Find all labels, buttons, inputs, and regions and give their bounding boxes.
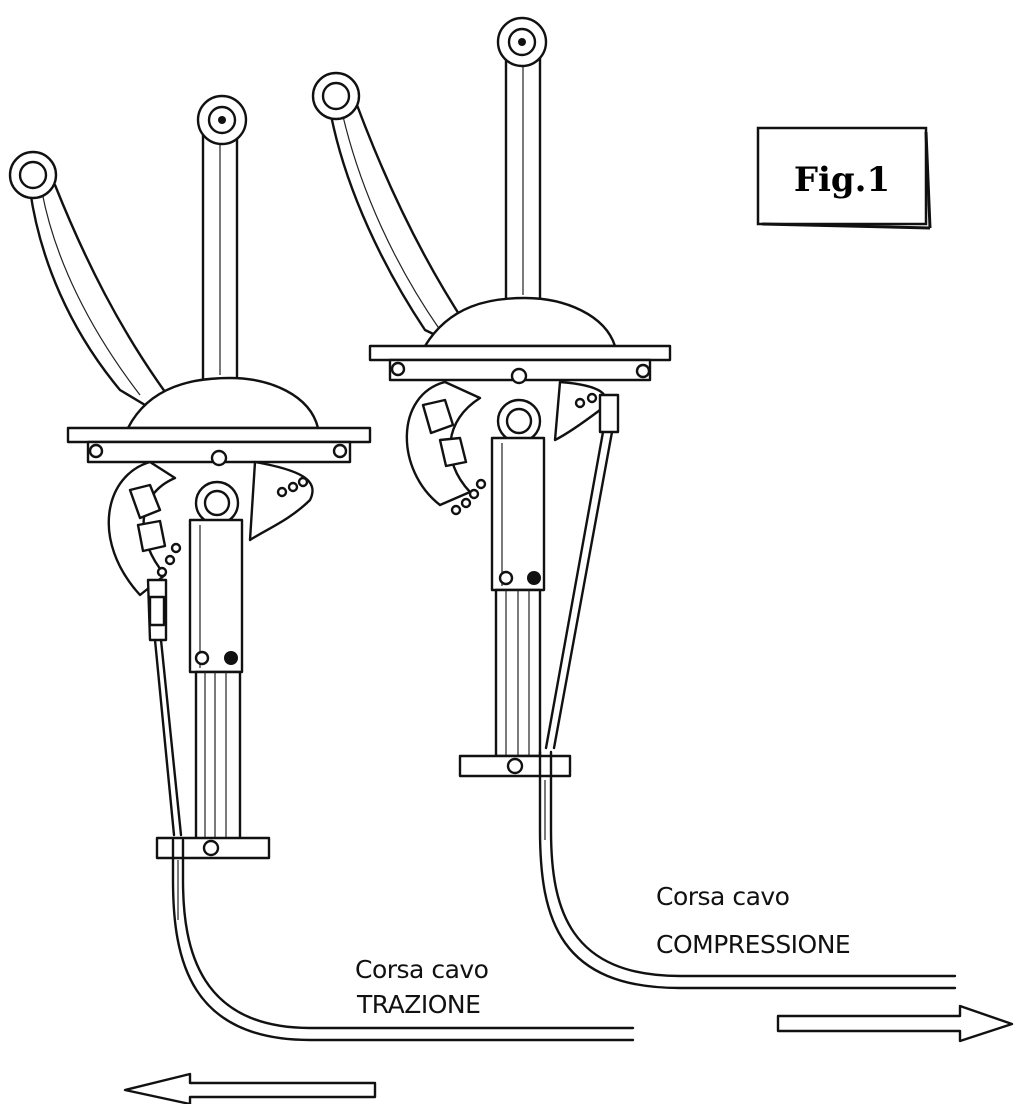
figure-label: Fig.1 [794,160,890,200]
traction-label-line2: TRAZIONE [356,990,480,1019]
figure-label-box: Fig.1 [756,126,932,230]
compression-label-line2: COMPRESSIONE [656,930,850,959]
arrow-left-icon [123,1072,377,1104]
traction-label-line1: Corsa cavo [355,955,488,984]
compression-label-line1: Corsa cavo [656,882,789,911]
right-lever-assembly [311,16,957,990]
arrow-right-icon [776,1004,1014,1043]
left-lever-assembly [8,94,635,1042]
